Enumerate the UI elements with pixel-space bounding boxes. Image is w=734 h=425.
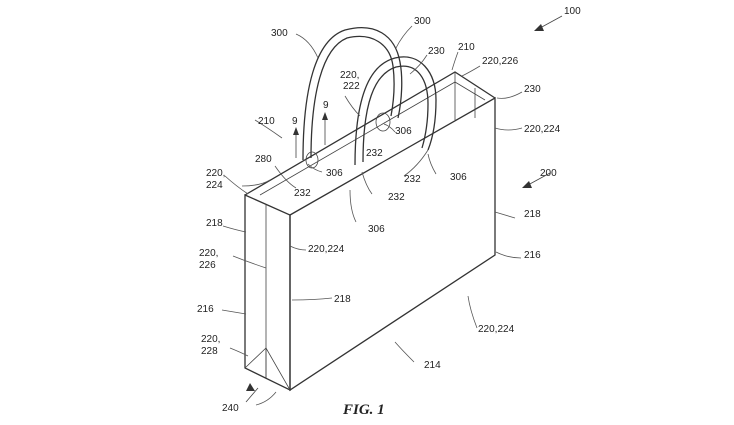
label-232-mid: 232 [388,192,405,203]
label-220-224-right: 220,224 [524,124,561,135]
label-200: 200 [540,168,557,179]
label-232-handle: 232 [366,148,383,159]
label-9-right: 9 [323,100,329,111]
leader-lines [221,25,523,406]
label-218-left: 218 [206,218,223,229]
handles [302,27,437,169]
label-306-right: 306 [450,172,467,183]
label-300-left: 300 [271,28,288,39]
label-220-226-left-line1: 220, [199,248,218,259]
label-280: 280 [255,154,272,165]
assembly-arrows [245,15,563,403]
front-handle [354,56,437,166]
figure-caption: FIG. 1 [342,402,385,418]
label-220-224-bottom: 220,224 [478,324,515,335]
label-220-228-line1: 220, [201,334,220,345]
label-306-upper: 306 [395,126,412,137]
rear-handle [302,27,403,161]
label-300-right: 300 [414,16,431,27]
label-210-left: 210 [258,116,275,127]
label-232-right: 232 [404,174,421,185]
label-240: 240 [222,403,239,414]
bag-side-panel [289,96,496,392]
label-220-224-left-line2: 224 [206,180,223,191]
label-306-lower: 306 [368,224,385,235]
bottom-gusset [244,347,291,391]
bag-front-panel [244,193,291,392]
label-9-left: 9 [292,116,298,127]
label-220-222-line1: 220, [340,70,359,81]
label-220-224-front: 220,224 [308,244,345,255]
reference-labels: 100 300 300 230 210 220,226 230 220, 222… [197,6,581,414]
label-220-226-top: 220,226 [482,56,519,67]
label-220-222-line2: 222 [343,81,360,92]
label-100: 100 [564,6,581,17]
label-230-right: 230 [524,84,541,95]
label-210-top: 210 [458,42,475,53]
section-arrows [293,112,328,158]
label-230-top: 230 [428,46,445,57]
bag-outline [244,71,496,392]
label-218-right: 218 [524,209,541,220]
label-306-left: 306 [326,168,343,179]
label-220-228-line2: 228 [201,346,218,357]
label-216-left: 216 [197,304,214,315]
label-232-left: 232 [294,188,311,199]
label-220-224-left-line1: 220, [206,168,225,179]
label-216-right: 216 [524,250,541,261]
label-220-226-left-line2: 226 [199,260,216,271]
label-218-front: 218 [334,294,351,305]
label-214: 214 [424,360,441,371]
